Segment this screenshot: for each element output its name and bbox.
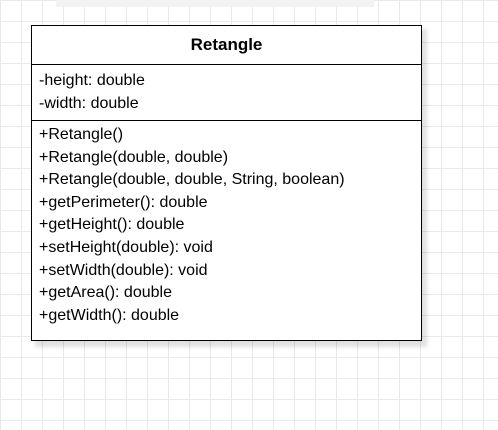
operation-set-height: +setHeight(double): void	[39, 238, 213, 256]
class-name: Retangle	[190, 35, 263, 54]
canvas-top-shade	[56, 0, 374, 7]
operation-set-width: +setWidth(double): void	[39, 261, 208, 279]
operation-get-width: +getWidth(): double	[39, 306, 180, 324]
operation-get-height: +getHeight(): double	[39, 216, 185, 234]
operation-constructor-four-args: +Retangle(double, double, String, boolea…	[39, 171, 345, 189]
attribute-width: -width: double	[39, 94, 139, 112]
operation-get-area: +getArea(): double	[39, 284, 172, 302]
operations-compartment[interactable]: +Retangle() +Retangle(double, double) +R…	[32, 121, 421, 340]
operation-constructor-two-args: +Retangle(double, double)	[39, 148, 229, 166]
class-name-header[interactable]: Retangle	[32, 26, 421, 65]
attributes-compartment[interactable]: -height: double -width: double	[32, 65, 421, 121]
operation-get-perimeter: +getPerimeter(): double	[39, 193, 208, 211]
attribute-height: -height: double	[39, 72, 145, 89]
operation-constructor-default: +Retangle()	[39, 126, 124, 143]
uml-class-box[interactable]: Retangle -height: double -width: double …	[31, 25, 422, 341]
